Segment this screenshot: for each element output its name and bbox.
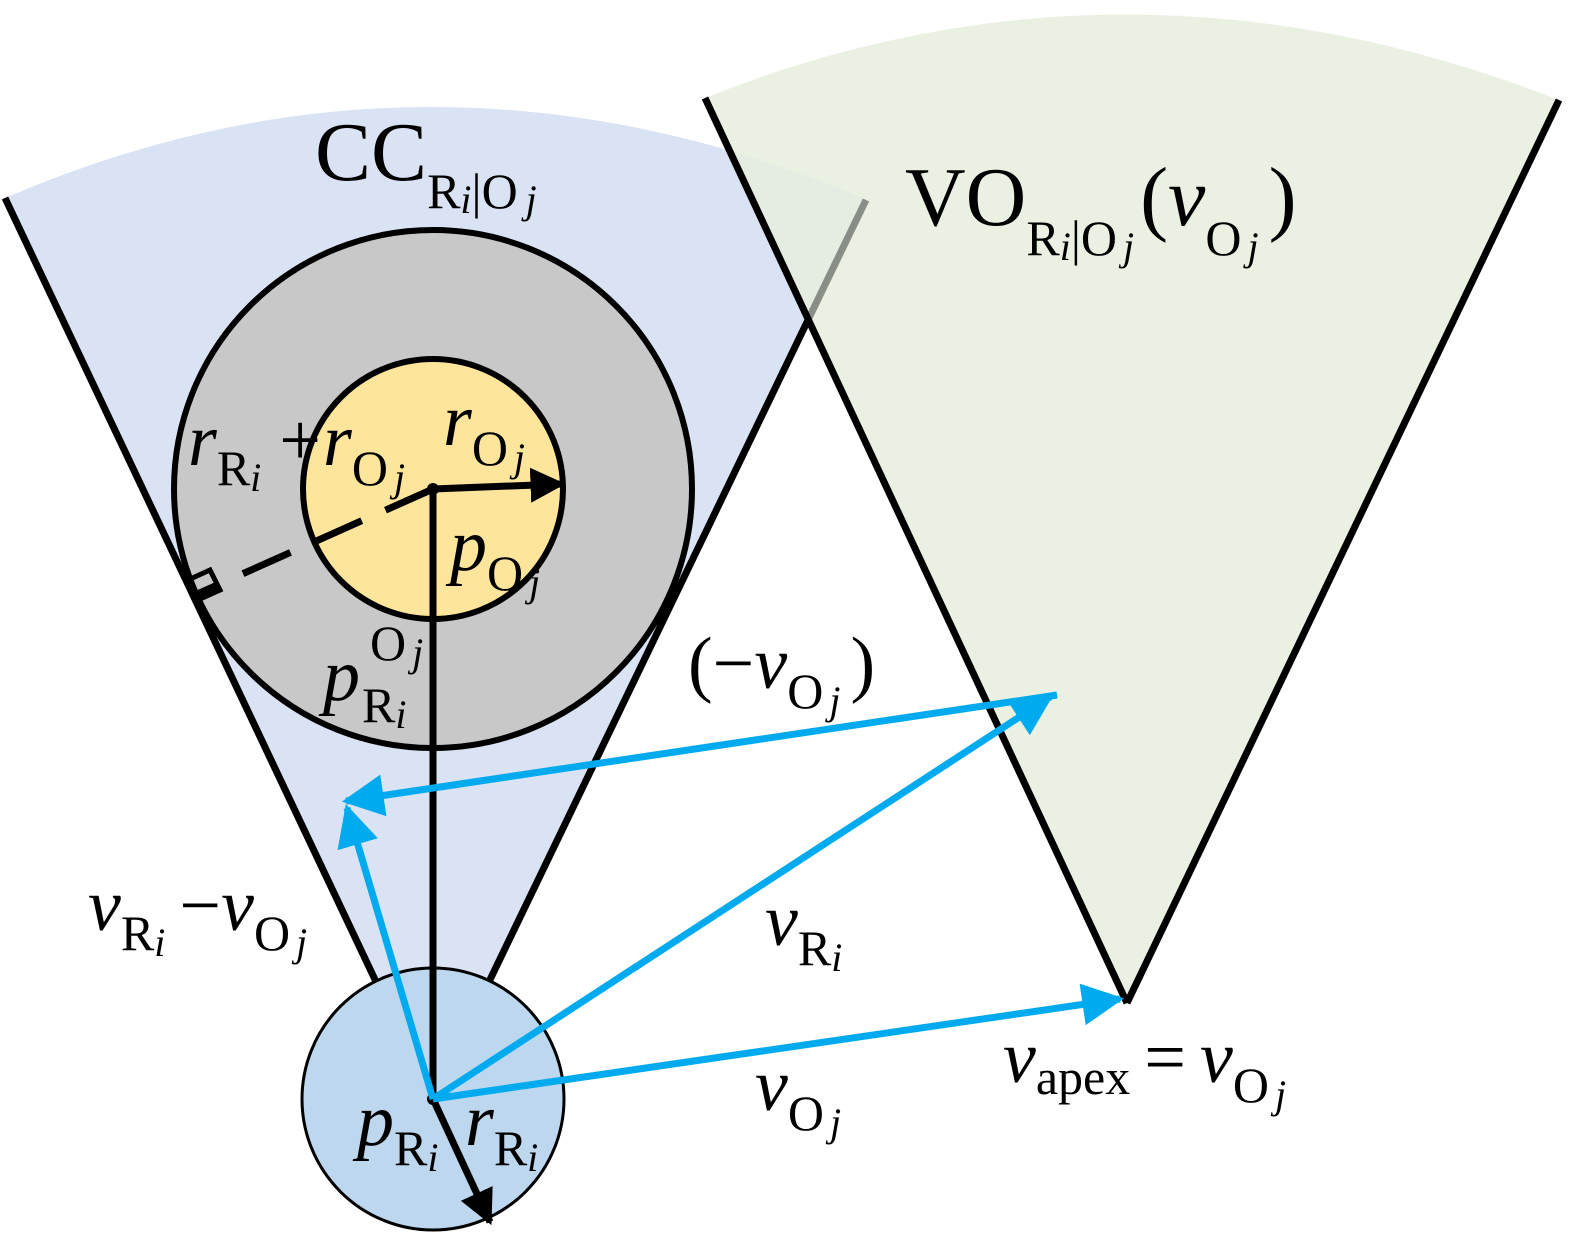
velocity-obstacle-region (705, 14, 1559, 1003)
arrow-v-obstacle (432, 983, 1125, 1103)
arrow-v-robot (431, 694, 1054, 1102)
robot-radius-arrow (429, 1097, 494, 1226)
arrow-v-relative (337, 803, 437, 1100)
cc-right-edge-upper (804, 198, 870, 322)
robot-position-label: pRi (352, 1080, 438, 1180)
robot-radius-label: rRi (465, 1080, 538, 1180)
obstacle-center-dot (427, 483, 439, 495)
relative-position-sub: Ri (362, 677, 406, 737)
cc-left-edge (1, 196, 436, 1102)
vo-left-edge (701, 96, 1131, 1005)
vo-right-edge (1123, 98, 1563, 1005)
robot-velocity-label: vRi (765, 880, 842, 980)
arrow-neg-v-obstacle (341, 691, 1058, 817)
right-angle-marker (186, 566, 224, 603)
obstacle-radius-arrow (432, 467, 566, 503)
tangent-perpendicular-dashed (193, 485, 435, 599)
cc-right-edge-lower (428, 318, 812, 1102)
relative-position-label: p (318, 635, 360, 717)
